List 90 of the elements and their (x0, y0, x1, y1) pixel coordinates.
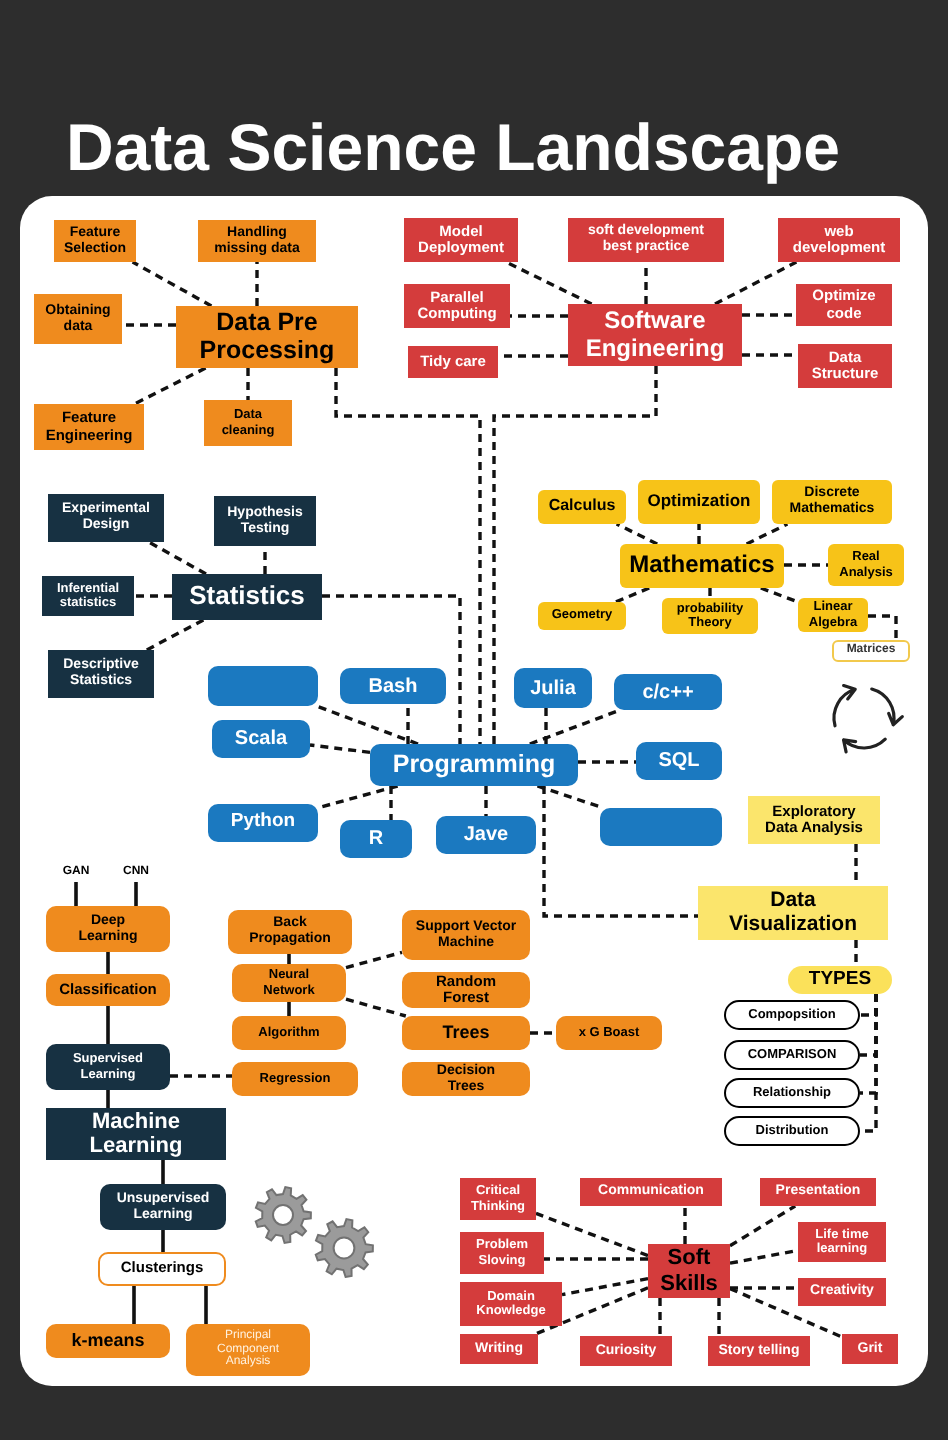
category-box: Soft Skills (648, 1244, 730, 1298)
category-box: Data Visualization (698, 886, 888, 940)
dashed-connector (742, 313, 796, 317)
dashed-connector (542, 786, 698, 918)
dashed-connector (255, 262, 259, 306)
dashed-connector (658, 1298, 662, 1336)
dashed-connector (492, 366, 658, 744)
dashed-connector (760, 586, 799, 604)
connector (74, 882, 78, 906)
connector (134, 882, 138, 906)
title: Data Science Landscape (66, 114, 841, 180)
category-box: Machine Learning (46, 1108, 226, 1160)
dashed-connector (484, 786, 488, 816)
dashed-connector (534, 1286, 649, 1336)
connector (106, 952, 110, 974)
empty-box (208, 666, 318, 706)
dashed-connector (683, 1206, 687, 1244)
dashed-connector (322, 594, 462, 744)
language-box: Bash (340, 668, 446, 704)
dashed-connector (246, 368, 250, 400)
category-box: Data Pre Processing (176, 306, 358, 368)
dashed-connector (406, 704, 410, 744)
dashed-connector (535, 1211, 649, 1258)
dashed-connector (263, 546, 267, 574)
dashed-connector (854, 940, 858, 966)
dashed-connector (317, 784, 399, 810)
language-box: SQL (636, 742, 722, 780)
empty-box (600, 808, 722, 846)
dashed-connector (615, 522, 658, 546)
language-box: R (340, 820, 412, 858)
topic-box: Optimization (638, 480, 760, 524)
language-box: Scala (212, 720, 310, 758)
dashed-connector (131, 260, 213, 308)
category-box: Software Engineering (568, 304, 742, 366)
category-box: Programming (370, 744, 578, 786)
dashed-connector (147, 540, 207, 576)
topic-box: k-means (46, 1324, 170, 1358)
dashed-connector (561, 1276, 649, 1297)
language-box: Julia (514, 668, 592, 708)
dashed-connector (133, 366, 207, 406)
language-box: Python (208, 804, 318, 842)
category-box: Statistics (172, 574, 322, 620)
dashed-connector (742, 353, 798, 357)
types-pill: TYPES (788, 966, 892, 994)
connector (106, 1006, 110, 1044)
dashed-connector (544, 708, 548, 744)
dashed-connector (505, 260, 593, 306)
connector (106, 1090, 110, 1108)
dashed-connector (498, 354, 568, 358)
dashed-connector (544, 1257, 648, 1261)
connector (204, 1286, 208, 1324)
dashed-connector (730, 1286, 798, 1290)
connector (287, 954, 291, 964)
dashed-connector (345, 997, 407, 1018)
dashed-connector (717, 1298, 721, 1336)
dashed-connector (697, 524, 701, 544)
dashed-connector (122, 323, 176, 327)
dashed-connector (315, 704, 419, 746)
dashed-connector (729, 1248, 799, 1265)
connector (132, 1286, 136, 1324)
dashed-connector (530, 1031, 556, 1035)
dashed-connector (345, 950, 403, 970)
dashed-connector (868, 614, 898, 640)
dashed-connector (729, 1204, 797, 1248)
dashed-connector (309, 743, 371, 755)
dashed-connector (389, 786, 393, 820)
connector (161, 1160, 165, 1184)
connector (287, 1002, 291, 1016)
dashed-connector (529, 708, 621, 746)
dashed-connector (644, 262, 648, 304)
dashed-connector (854, 844, 858, 886)
language-box: Jave (436, 816, 536, 854)
dashed-connector (714, 260, 798, 306)
language-box: c/c++ (614, 674, 722, 710)
dashed-connector (578, 760, 636, 764)
dashed-connector (134, 594, 172, 598)
dashed-connector (614, 586, 650, 604)
topic-box: Calculus (538, 490, 626, 524)
dashed-connector (708, 588, 712, 598)
dashed-connector (860, 994, 878, 1133)
dashed-connector (510, 314, 568, 318)
dashed-connector (145, 618, 205, 652)
dashed-connector (784, 563, 828, 567)
dashed-connector (745, 522, 789, 546)
dashed-connector (729, 1287, 843, 1339)
topic-box: Trees (402, 1016, 530, 1050)
category-box: Mathematics (620, 544, 784, 588)
connector (161, 1230, 165, 1252)
dashed-connector (334, 368, 482, 744)
dashed-connector (170, 1074, 232, 1078)
